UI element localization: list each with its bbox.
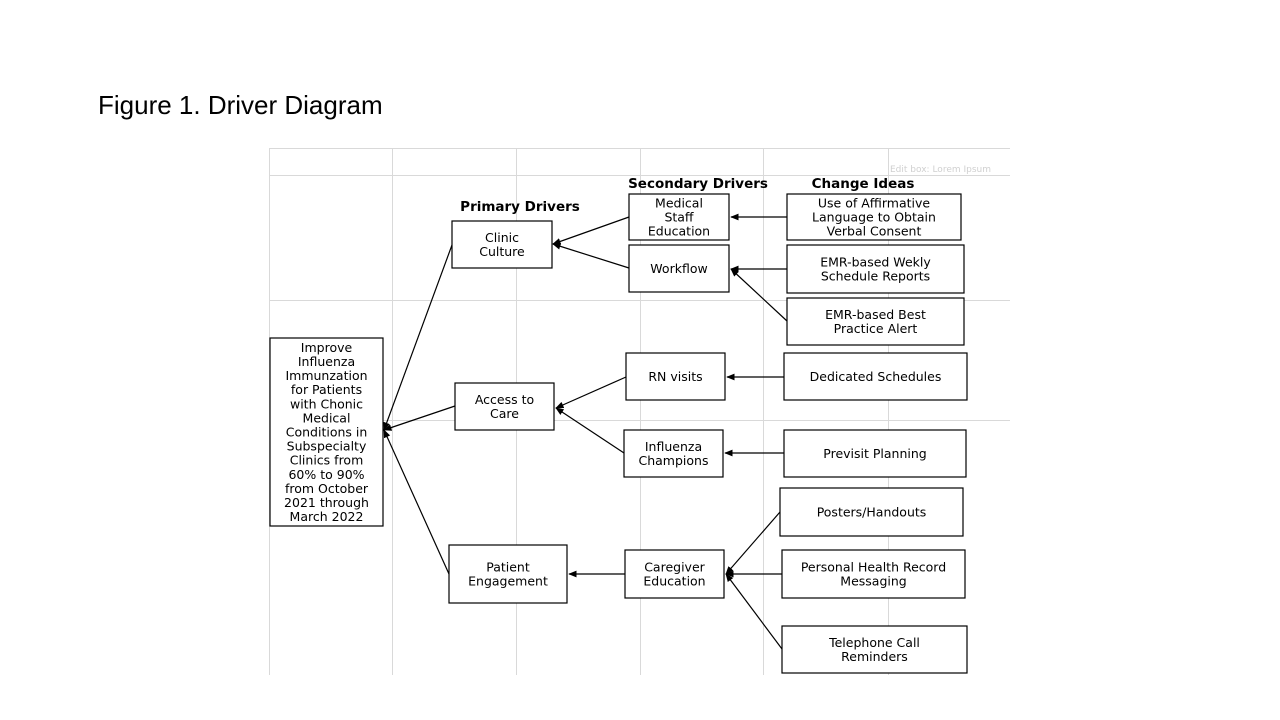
secondary-driver-rn-visits-label: RN visits: [648, 369, 702, 384]
secondary-driver-workflow: Workflow: [628, 244, 730, 293]
figure-title: Figure 1. Driver Diagram: [98, 90, 383, 120]
header-change-ideas: Change Ideas: [812, 176, 915, 192]
change-idea-dedicated-schedules-label: Dedicated Schedules: [810, 369, 942, 384]
change-idea-previsit-planning: Previsit Planning: [783, 429, 967, 478]
change-idea-posters-handouts-label: Posters/Handouts: [817, 505, 927, 520]
secondary-driver-workflow-label: Workflow: [650, 261, 707, 276]
header-secondary-drivers: Secondary Drivers: [628, 176, 768, 192]
watermark-text: Edit box: Lorem Ipsum: [890, 165, 991, 175]
secondary-driver-rn-visits: RN visits: [625, 352, 726, 401]
connectors: [383, 213, 788, 650]
change-idea-previsit-planning-label: Previsit Planning: [823, 446, 926, 461]
header-primary-drivers: Primary Drivers: [460, 199, 580, 215]
change-idea-dedicated-schedules: Dedicated Schedules: [783, 352, 968, 401]
change-idea-posters-handouts: Posters/Handouts: [779, 487, 964, 537]
